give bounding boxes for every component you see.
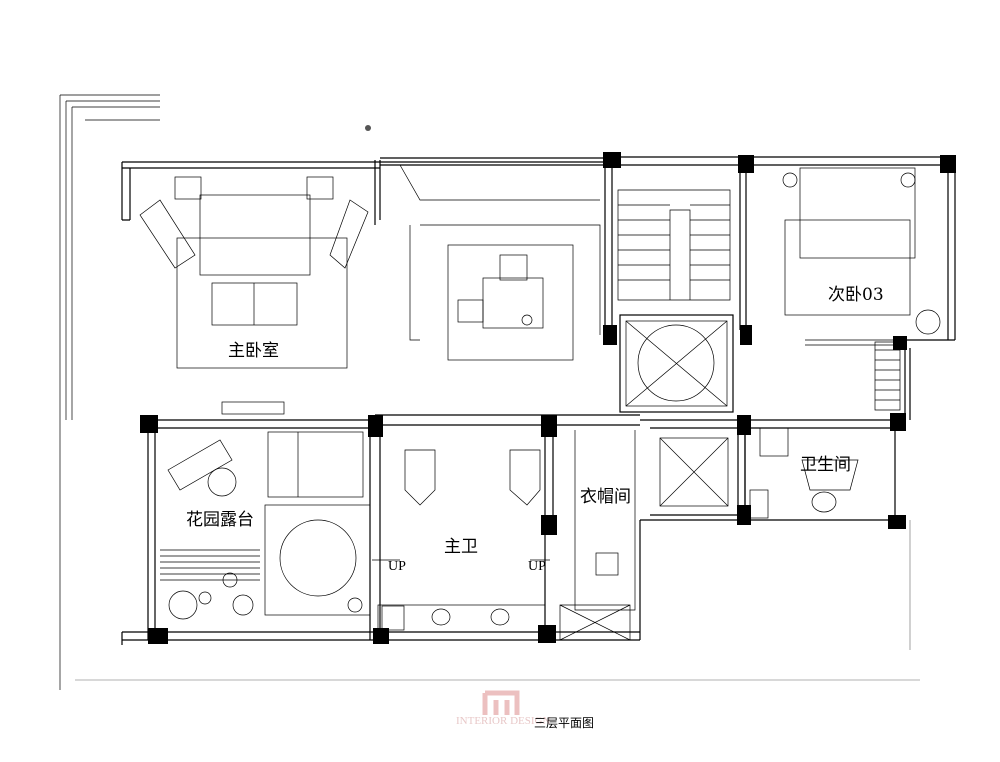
column <box>737 505 751 525</box>
bathroom-fixtures <box>749 427 859 519</box>
elevator-upper <box>619 314 734 413</box>
cloakroom-shelves <box>559 430 636 641</box>
master-bed <box>139 176 369 369</box>
stair-up-label-right: UP <box>528 559 546 574</box>
room-label-bedroom-03: 次卧03 <box>828 285 884 305</box>
bedroom-03-furniture <box>782 167 941 411</box>
column <box>888 515 906 529</box>
drawing-title: 三层平面图 <box>534 716 594 730</box>
stair-up-label-left: UP <box>388 559 406 574</box>
column <box>940 155 956 173</box>
staircase <box>617 189 731 301</box>
column <box>368 415 383 437</box>
study-area <box>399 164 601 361</box>
column <box>140 415 158 433</box>
watermark-logo: INTERIOR DESIGN <box>456 690 550 727</box>
elevator-lower <box>659 437 729 507</box>
room-label-garden-terrace: 花园露台 <box>186 510 254 530</box>
interior-walls-lower <box>147 414 905 640</box>
column <box>541 415 557 437</box>
column <box>148 628 168 644</box>
column <box>603 325 617 345</box>
column <box>893 336 907 350</box>
terrace-edge <box>59 94 160 690</box>
column <box>737 415 751 435</box>
watermark-text: INTERIOR DESIGN <box>456 715 550 727</box>
column <box>890 413 906 431</box>
room-label-master-bath: 主卫 <box>444 537 478 557</box>
column <box>738 155 754 173</box>
column <box>538 625 556 643</box>
column <box>603 152 621 168</box>
garden-furniture <box>160 401 371 620</box>
master-bath-fixtures <box>372 449 550 633</box>
structural-columns <box>140 152 956 644</box>
room-label-bathroom: 卫生间 <box>800 455 851 475</box>
column <box>740 325 752 345</box>
marker-dot <box>365 125 371 131</box>
room-label-cloakroom: 衣帽间 <box>580 487 631 507</box>
ground-line <box>75 520 920 681</box>
room-label-master-bedroom: 主卧室 <box>228 341 279 361</box>
column <box>373 628 389 644</box>
column <box>541 515 557 535</box>
